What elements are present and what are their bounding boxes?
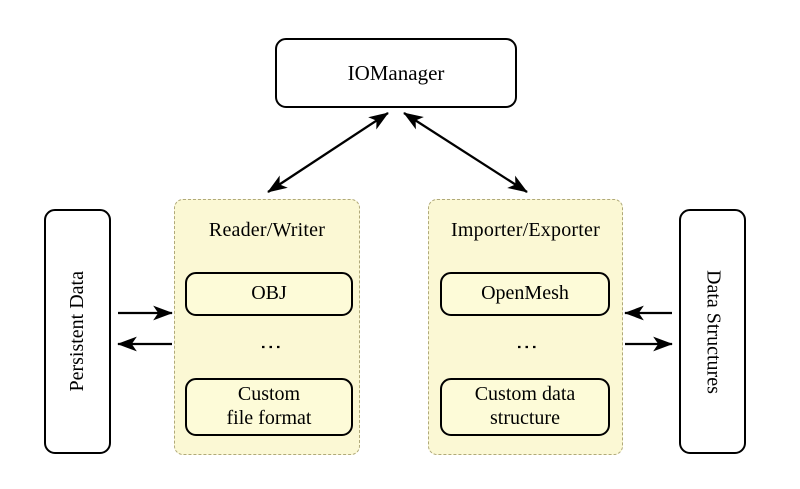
data-structures-label: Data Structures <box>702 269 725 394</box>
custom-data-structure-label: Custom data structure <box>475 383 576 430</box>
reader-writer-title: Reader/Writer <box>208 219 326 241</box>
persistent-data-label: Persistent Data <box>65 271 88 392</box>
data-structures-node[interactable]: Data Structures <box>679 209 746 454</box>
iomanager-node[interactable]: IOManager <box>275 38 517 108</box>
connector-iomanager-reader-writer <box>267 112 389 193</box>
connector-iomanager-importer-exporter <box>403 112 528 193</box>
iomanager-label: IOManager <box>347 60 445 85</box>
obj-label: OBJ <box>251 282 287 305</box>
obj-node[interactable]: OBJ <box>185 272 353 316</box>
custom-data-structure-line2: structure <box>490 407 560 429</box>
custom-file-format-node[interactable]: Custom file format <box>185 378 353 436</box>
custom-data-structure-node[interactable]: Custom data structure <box>440 378 610 436</box>
persistent-data-node[interactable]: Persistent Data <box>44 209 111 454</box>
openmesh-label: OpenMesh <box>481 282 569 305</box>
openmesh-node[interactable]: OpenMesh <box>440 272 610 316</box>
importer-exporter-title: Importer/Exporter <box>451 219 600 241</box>
custom-file-format-line2: file format <box>226 407 312 429</box>
custom-file-format-line1: Custom <box>237 383 301 406</box>
custom-data-structure-line1: Custom data <box>474 383 576 406</box>
custom-file-format-label: Custom file format <box>227 383 312 430</box>
